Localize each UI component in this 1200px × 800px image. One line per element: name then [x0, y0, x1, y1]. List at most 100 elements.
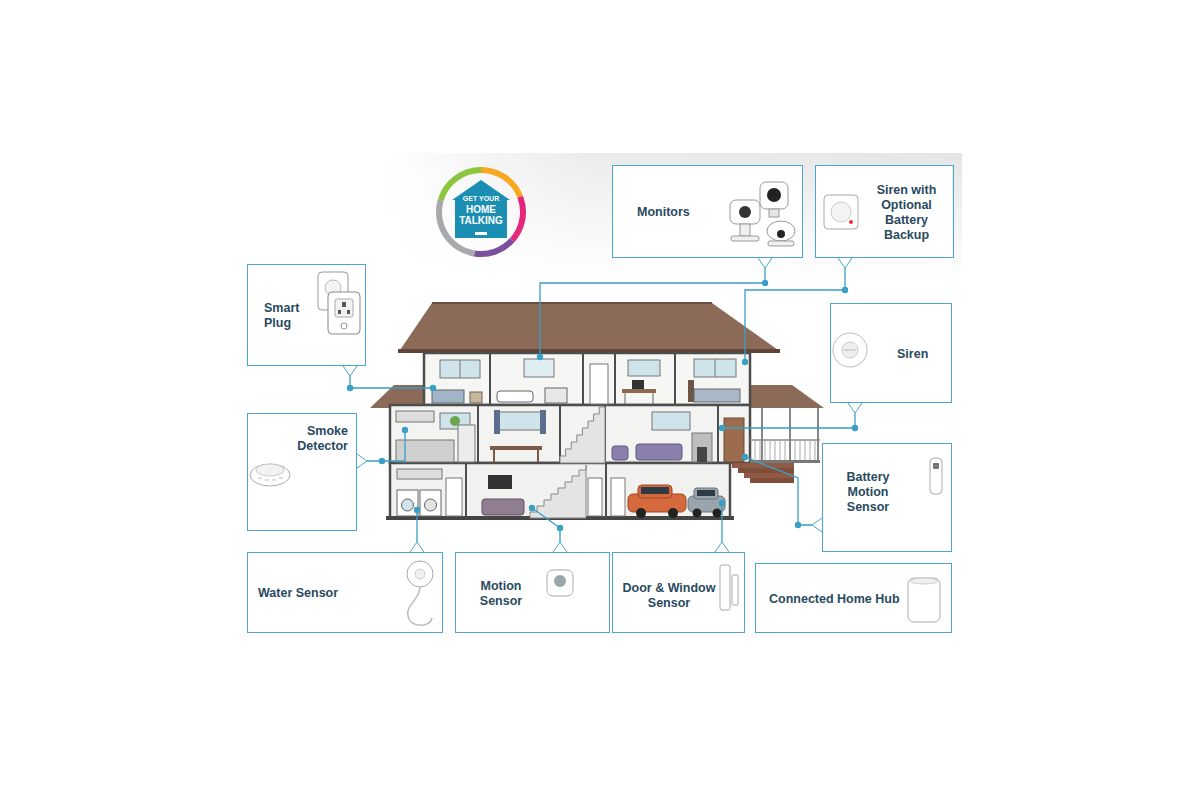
grey-band-fade [380, 153, 962, 278]
wall [674, 353, 676, 405]
car-cabin [694, 488, 718, 499]
socket-pin [347, 310, 350, 314]
wall [614, 353, 616, 405]
curtain [494, 410, 500, 434]
siren-device [833, 333, 867, 367]
device-label: Monitors [637, 205, 717, 220]
wall [559, 405, 561, 463]
fridge [458, 425, 475, 462]
car-window [641, 487, 669, 494]
siren-grille [842, 342, 858, 358]
porch-post [789, 408, 791, 460]
leader-line [416, 510, 417, 542]
porch-post [761, 408, 763, 460]
box-ground [815, 165, 952, 258]
sofa [482, 499, 524, 515]
callout-box: Door & Window Sensor [612, 552, 745, 633]
socket-pin [342, 302, 346, 307]
water-sensor [407, 561, 433, 587]
text-holder: Smart Plug [264, 301, 319, 331]
dome-camera [767, 221, 795, 241]
box-ground [247, 413, 357, 531]
callout-notches [343, 258, 862, 552]
front-door [724, 418, 744, 462]
text-holder: Battery Motion Sensor [835, 470, 901, 515]
tv [488, 475, 512, 489]
window [440, 360, 480, 378]
notch [715, 542, 729, 552]
box-ground [612, 552, 745, 633]
text-holder: Motion Sensor [468, 579, 534, 609]
step [750, 478, 794, 483]
leader-dot [430, 385, 436, 391]
wall [582, 353, 584, 405]
socket-pin [338, 310, 341, 314]
window [628, 360, 660, 376]
roof-ridge [432, 302, 712, 304]
leader-dot [557, 525, 563, 531]
table-leg [537, 450, 539, 462]
text-holder: Water Sensor [258, 586, 378, 601]
logo-slot [475, 232, 487, 235]
box-ground [247, 552, 443, 633]
callout-box: Connected Home Hub [755, 563, 952, 633]
sensor-eye [554, 575, 566, 587]
notch [410, 542, 424, 552]
device-label: Door & Window Sensor [619, 581, 719, 611]
wall-cabinet [396, 411, 434, 422]
room-walls [466, 353, 718, 518]
callout-box: Battery Motion Sensor [822, 443, 952, 552]
leader-line [350, 376, 433, 388]
leader-line [722, 413, 855, 428]
motion-sensor [547, 570, 573, 596]
cabinet [397, 469, 442, 479]
grille-slot [844, 350, 856, 351]
leader-dot [795, 522, 801, 528]
siren-device [824, 195, 858, 229]
box-ground [612, 165, 803, 258]
main-roof [400, 303, 778, 350]
logo-house [452, 180, 510, 238]
washer-door [402, 499, 414, 511]
door [611, 478, 625, 516]
callout-box: Smart Plug [247, 264, 366, 366]
camera-stand [769, 209, 779, 217]
basement [390, 463, 730, 518]
plug [328, 292, 360, 334]
car-cabin [638, 485, 672, 498]
curtain [540, 410, 546, 434]
dining-table [490, 446, 542, 450]
text-holder: Door & Window Sensor [619, 581, 719, 611]
fireplace [692, 433, 712, 462]
door [590, 364, 608, 404]
smoke-detector [250, 464, 290, 486]
leader-dot [347, 385, 353, 391]
siren-light [849, 220, 853, 224]
wheel [693, 509, 702, 518]
window [694, 359, 736, 377]
device-label: Motion Sensor [468, 579, 534, 609]
ring-segment [474, 238, 515, 257]
notch [838, 258, 852, 268]
staircase [560, 407, 605, 463]
sink [545, 388, 567, 403]
wall [489, 353, 491, 405]
leader-dot [842, 287, 848, 293]
step [738, 468, 794, 473]
leader-lines [350, 268, 855, 542]
callout-box: Motion Sensor [455, 552, 610, 633]
text-holder: Siren [897, 347, 943, 362]
logo-ring [436, 167, 526, 257]
device-label: Siren with Optional Battery Backup [864, 183, 949, 243]
porch-roof [746, 385, 824, 408]
notch [553, 542, 567, 552]
ring-segment [510, 196, 526, 242]
window [652, 412, 690, 430]
door [588, 478, 602, 516]
car-window [697, 490, 715, 496]
detector-slots [258, 478, 283, 480]
callout-box: Siren with Optional Battery Backup [815, 165, 954, 258]
window [498, 412, 542, 430]
leader-line [745, 457, 812, 525]
